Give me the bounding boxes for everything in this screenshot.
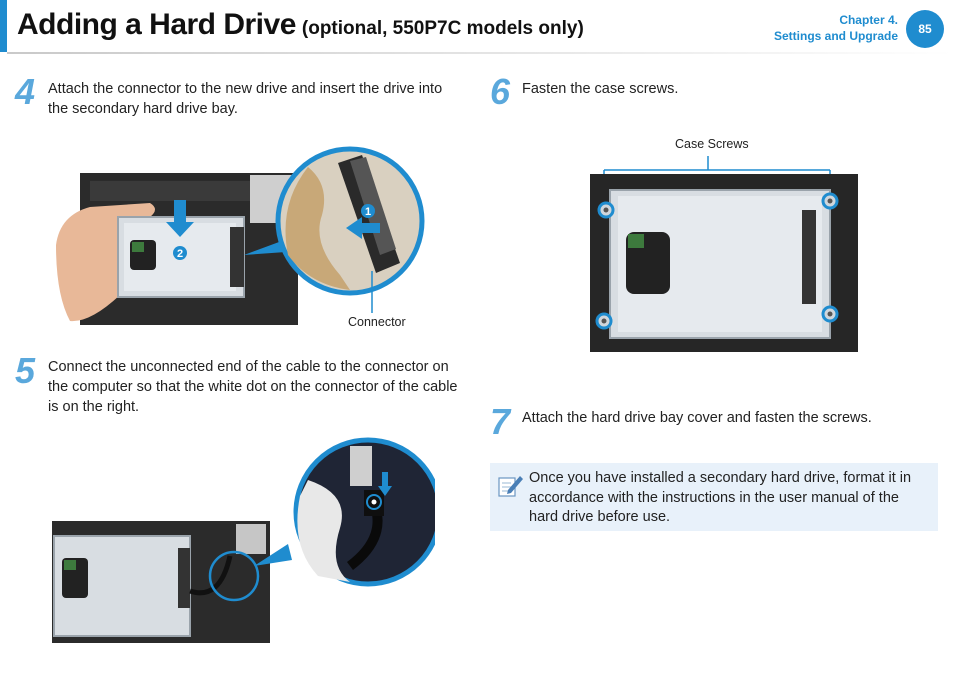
header-divider: [7, 52, 954, 54]
page-title-subtitle: (optional, 550P7C models only): [301, 18, 584, 39]
down-arrow-icon: [166, 222, 194, 237]
down-arrow-icon: [378, 486, 392, 496]
left-arrow-icon: [346, 217, 362, 239]
connector-highlight-circle: [208, 550, 260, 602]
note-box: [490, 463, 938, 531]
step-number: 6: [490, 71, 511, 112]
case-screw: [821, 192, 839, 210]
chapter-label: Chapter 4.: [839, 13, 898, 27]
zoom-pointer: [254, 544, 292, 566]
callout-1-label: 1: [365, 206, 371, 218]
step5-illustration: [52, 437, 435, 643]
header-accent-bar: [0, 0, 7, 52]
chapter-title: Settings and Upgrade: [773, 29, 898, 43]
step6-illustration: [590, 156, 858, 352]
step-number: 7: [490, 401, 511, 442]
step-number: 4: [15, 71, 36, 112]
step-text: Attach the hard drive bay cover and fast…: [522, 410, 872, 426]
white-dot-marker: [371, 499, 377, 505]
note-pencil-icon: [498, 476, 523, 497]
hand-photo: [56, 203, 155, 322]
callout-1-marker: [361, 204, 375, 218]
callout-2-label: 2: [177, 248, 183, 260]
step-number: 5: [15, 350, 36, 391]
page-title: Adding a Hard Drive(optional, 550P7C mod…: [17, 8, 584, 42]
page-title-main: Adding a Hard Drive: [17, 8, 296, 41]
case-screw: [597, 201, 615, 219]
case-screws-caption: Case Screws: [675, 137, 749, 151]
step-text: Attach the connector to the new drive an…: [48, 81, 443, 117]
step-text: Connect the unconnected end of the cable…: [48, 359, 458, 415]
case-screw: [821, 305, 839, 323]
connector-caption: Connector: [348, 315, 406, 329]
step-text: Fasten the case screws.: [522, 81, 679, 97]
callout-2-marker: [173, 246, 187, 260]
page-number-badge: 85: [906, 10, 944, 48]
note-text: Once you have installed a secondary hard…: [529, 470, 912, 525]
chapter-heading: Chapter 4. Settings and Upgrade: [774, 12, 898, 44]
case-screw: [595, 312, 613, 330]
step4-illustration: 2 1: [56, 146, 425, 325]
